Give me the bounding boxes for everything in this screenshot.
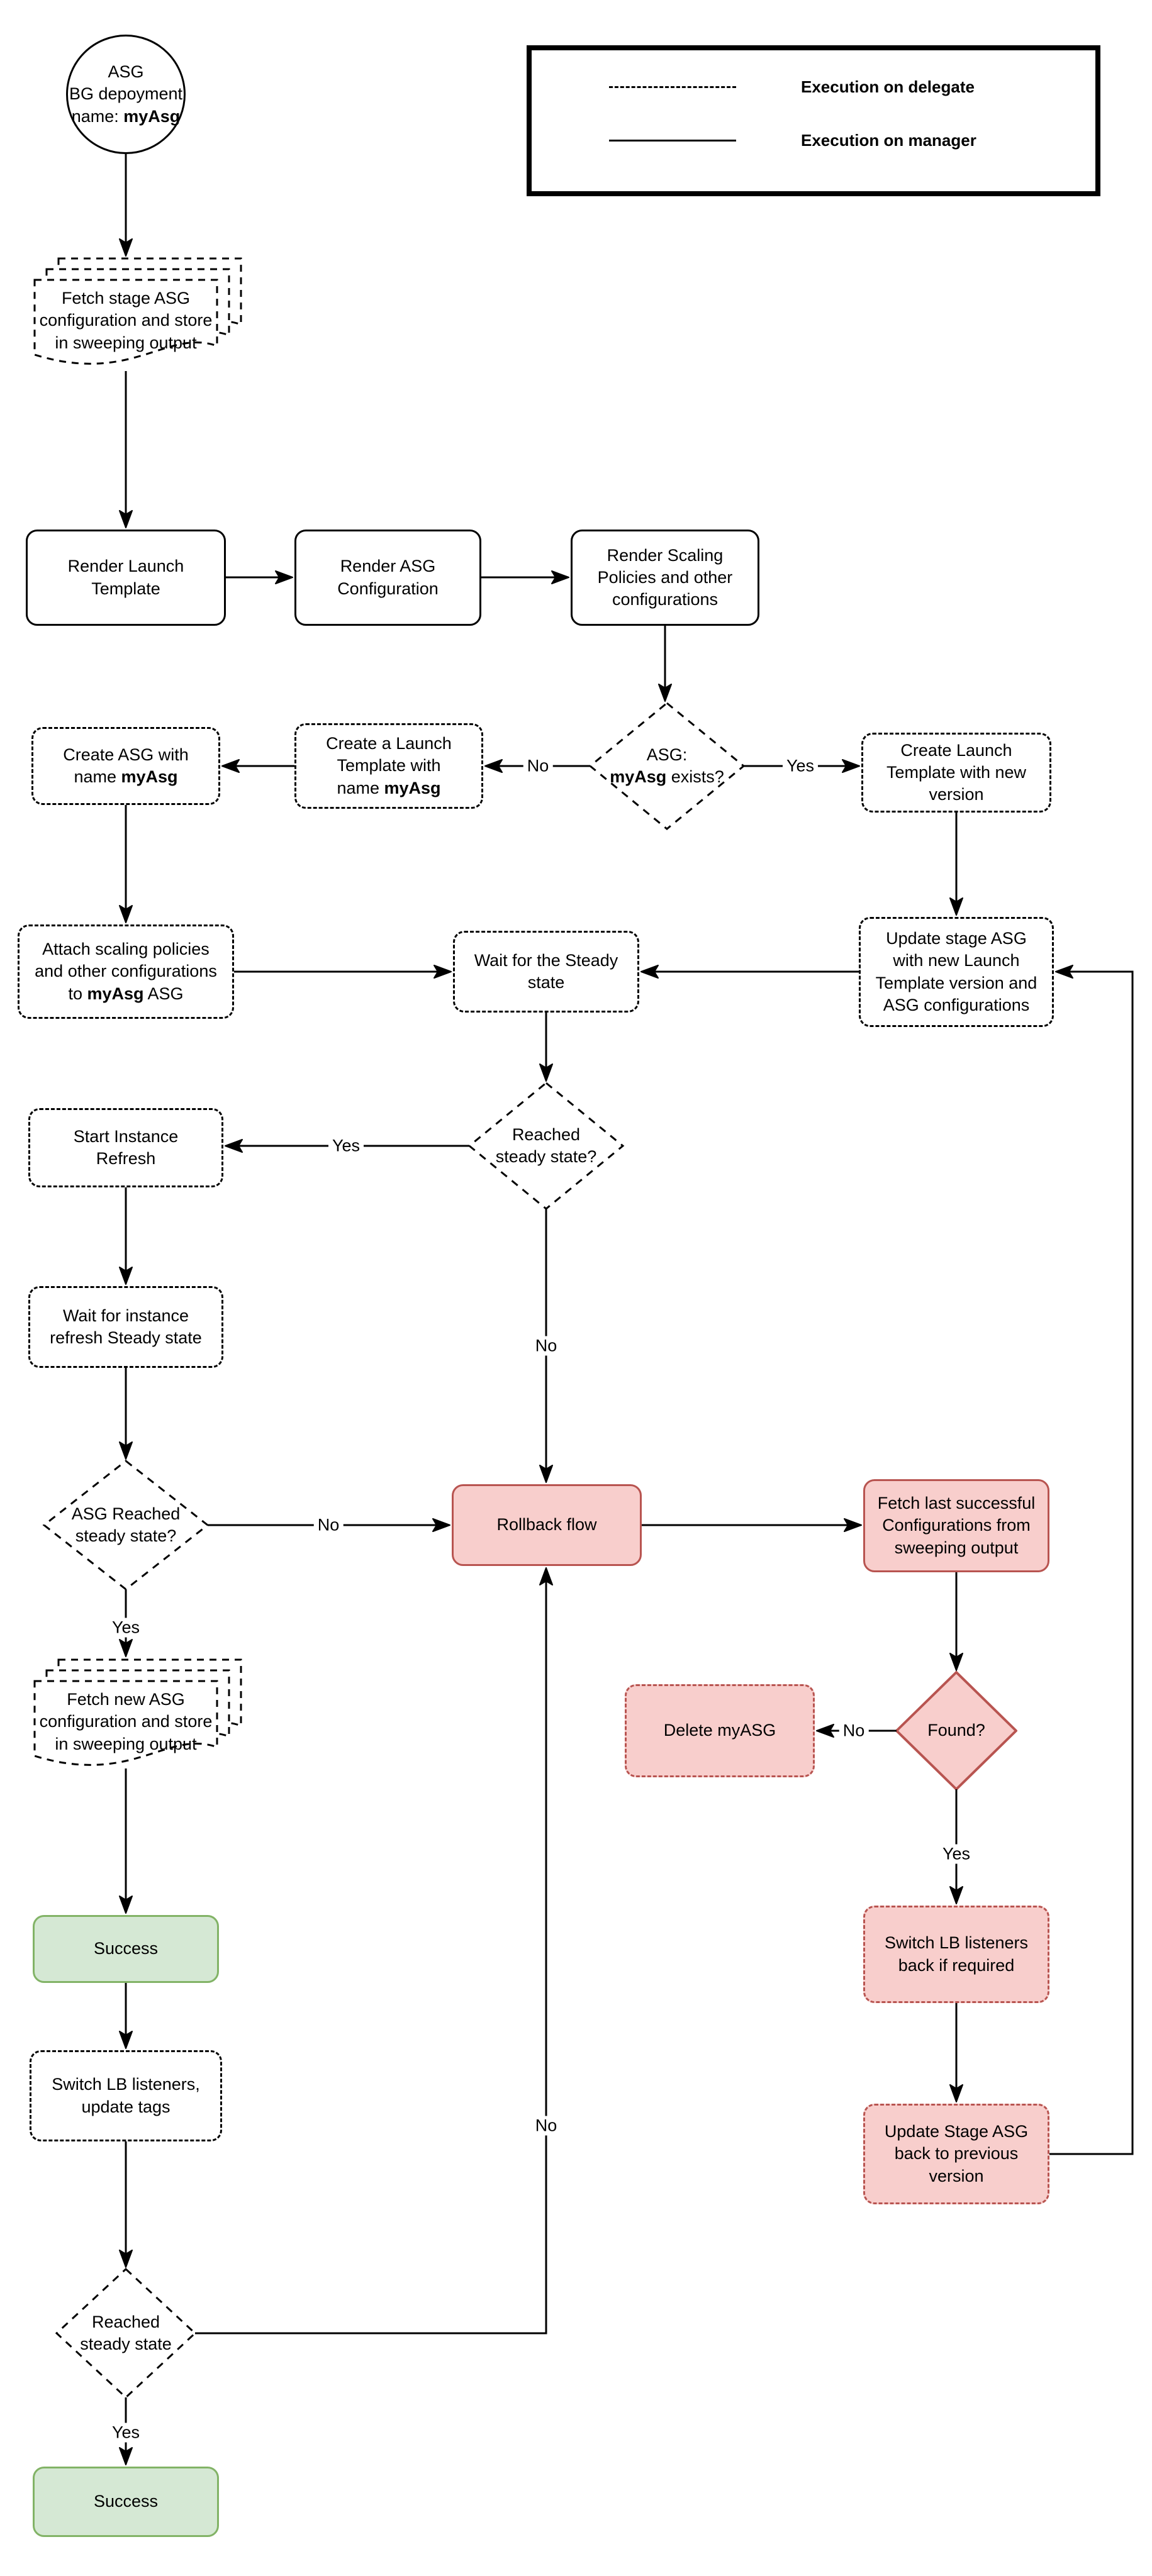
legend-box: Execution on delegate Execution on manag… [527,45,1100,196]
node-update-stage-asg: Update stage ASG with new Launch Templat… [859,917,1054,1027]
node-success-final: Success [33,2467,219,2537]
dashed-line-sample [609,86,736,88]
diamond-reached-steady-2 [55,2267,197,2399]
legend-row-delegate: Execution on delegate [532,73,1095,101]
node-create-launch-template-new-version: Create Launch Template with new version [861,733,1051,813]
node-switch-lb-listeners: Switch LB listeners, update tags [30,2050,222,2141]
node-render-launch-template: Render Launch Template [26,530,226,626]
node-start-instance-refresh: Start Instance Refresh [28,1108,223,1187]
edge-update-back-loop-to-update-stage [1049,965,1134,2155]
edge-label-yes-asg-exists: Yes [782,756,819,776]
multidoc-fetch-new-shape [33,1658,242,1766]
node-fetch-stage-config: Fetch stage ASG configuration and store … [39,289,213,352]
node-delete-myasg: Delete myASG [625,1684,815,1777]
node-fetch-new-asg-config: Fetch new ASG configuration and store in… [39,1690,213,1753]
node-found-question: Found? [927,1721,985,1740]
node-asg-exists-question: ASG: myAsg exists? [610,745,724,786]
node-wait-instance-refresh: Wait for instance refresh Steady state [28,1286,223,1368]
node-start: ASG BG depoyment name: myAsg [66,35,186,154]
diamond-asg-exists [588,702,746,830]
legend-row-manager: Execution on manager [532,126,1095,154]
edge-label-yes-found: Yes [938,1844,975,1864]
node-wait-steady-state: Wait for the Steady state [453,931,639,1013]
edge-reached-steady-2-no-to-rollback [195,1567,553,2334]
node-rollback-flow: Rollback flow [452,1484,642,1566]
node-update-stage-asg-back: Update Stage ASG back to previous versio… [863,2104,1049,2204]
edge-label-no-asg-reached: No [313,1515,344,1535]
legend-label-delegate: Execution on delegate [801,77,975,96]
node-switch-lb-listeners-back: Switch LB listeners back if required [863,1906,1049,2003]
edge-label-no-asg-exists: No [523,756,553,776]
edge-label-no-reached-steady-2: No [531,2116,561,2136]
node-create-launch-template-myasg: Create a Launch Template with name myAsg [294,723,483,809]
legend-label-manager: Execution on manager [801,130,976,150]
node-create-asg-myasg: Create ASG with name myAsg [31,727,220,805]
node-attach-scaling-policies: Attach scaling policies and other config… [18,924,234,1019]
edge-label-no-found: No [839,1721,869,1741]
node-reached-steady-question: Reached steady state? [495,1124,597,1166]
node-success: Success [33,1915,219,1983]
node-reached-steady-state-2: Reached steady state [80,2312,172,2353]
node-render-scaling-policies: Render Scaling Policies and other config… [571,530,759,626]
edge-label-yes-asg-reached: Yes [108,1618,144,1638]
multidoc-fetch-stage-shape [33,257,242,365]
edge-label-yes-reached-steady-2: Yes [108,2423,144,2443]
node-fetch-last-successful: Fetch last successful Configurations fro… [863,1479,1049,1572]
node-asg-reached-steady-question: ASG Reached steady state? [71,1504,181,1545]
node-render-asg-configuration: Render ASG Configuration [294,530,481,626]
solid-line-sample [609,139,736,142]
edge-label-yes-reached-steady: Yes [328,1136,364,1156]
edge-label-no-reached-steady: No [531,1336,561,1356]
